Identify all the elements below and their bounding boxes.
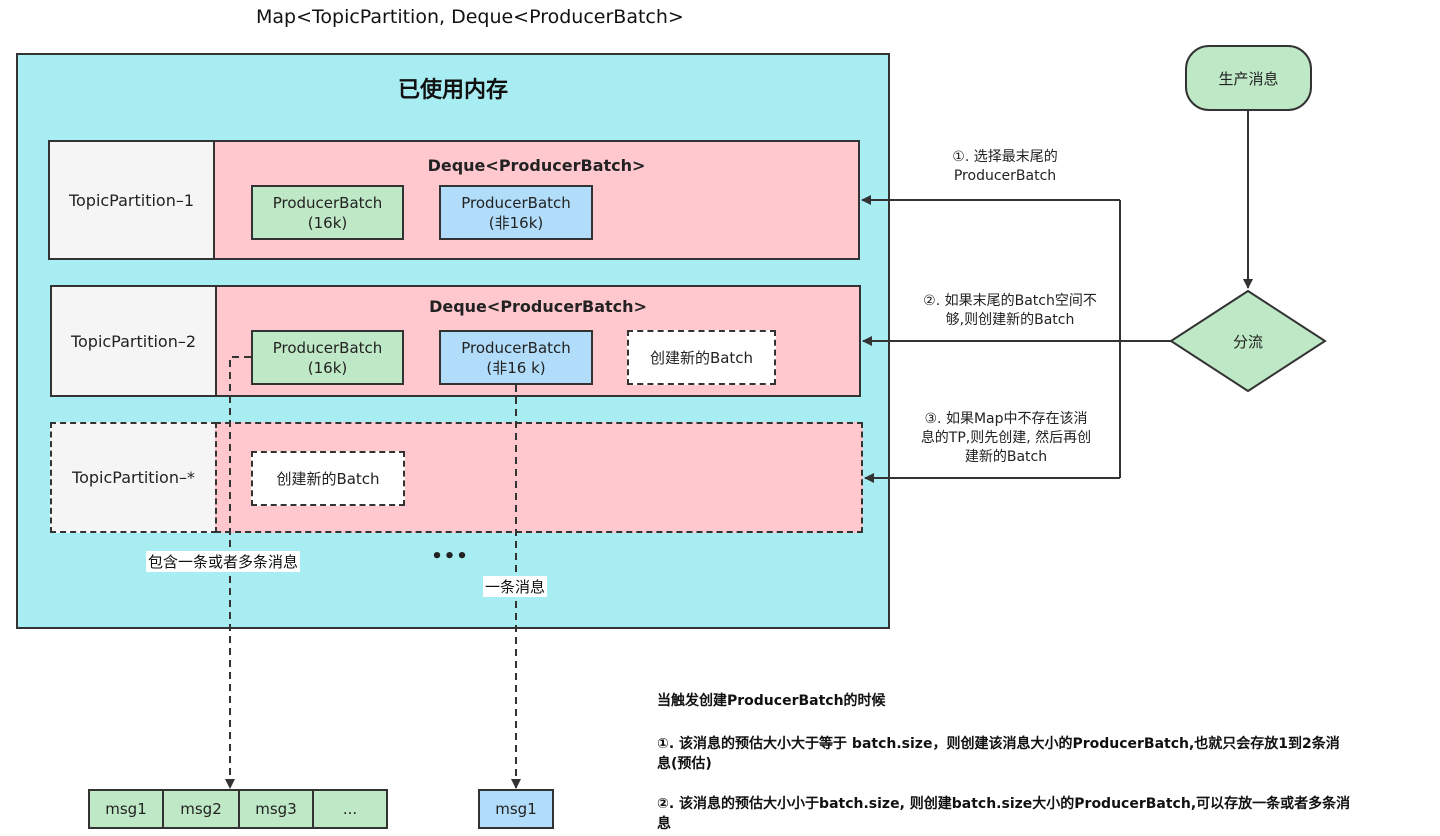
msg-block-more: ...	[312, 789, 388, 829]
batch-name: ProducerBatch	[272, 338, 383, 357]
note-item-1-line1: ①. 该消息的预估大小大于等于 batch.size，则创建该消息大小的Prod…	[657, 736, 1340, 752]
step-3-line2: 息的TP,则先创建, 然后再创	[920, 430, 1092, 446]
batch-name: ProducerBatch	[272, 193, 383, 212]
msg-block: msg1	[88, 789, 164, 829]
step-1-line2: ProducerBatch	[953, 168, 1057, 184]
note-item-1-line2: 息(预估)	[657, 756, 712, 772]
batch-size: (16k)	[307, 213, 348, 232]
step-1-label: ①. 选择最末尾的 ProducerBatch	[905, 148, 1105, 186]
step-2-label: ②. 如果末尾的Batch空间不 够,则创建新的Batch	[900, 292, 1120, 330]
step-2-line1: ②. 如果末尾的Batch空间不	[923, 293, 1097, 309]
msg-block-single: msg1	[478, 789, 554, 829]
step-3-line1: ③. 如果Map中不存在该消	[924, 411, 1088, 427]
producer-batch-16k: ProducerBatch (16k)	[251, 185, 404, 240]
batch-name: ProducerBatch	[461, 338, 571, 357]
step-1-line1: ①. 选择最末尾的	[952, 149, 1058, 165]
step-3-label: ③. 如果Map中不存在该消 息的TP,则先创建, 然后再创 建新的Batch	[896, 410, 1116, 467]
producer-batch-non16k: ProducerBatch (非16k)	[439, 185, 593, 240]
topic-partition-2: TopicPartition–2	[50, 285, 217, 397]
note-item-1: ①. 该消息的预估大小大于等于 batch.size，则创建该消息大小的Prod…	[657, 734, 1432, 774]
deque-title-1: Deque<ProducerBatch>	[427, 156, 646, 175]
new-batch-placeholder: 创建新的Batch	[627, 330, 776, 385]
diverge-label: 分流	[1232, 332, 1263, 351]
produce-message-node: 生产消息	[1185, 45, 1312, 111]
map-type-title: Map<TopicPartition, Deque<ProducerBatch>	[256, 6, 684, 28]
batch16k-to-msgs-dashed	[225, 356, 251, 789]
note-item-2-line2: 息	[657, 816, 671, 832]
multi-message-label: 包含一条或者多条消息	[146, 551, 301, 572]
step-3-line3: 建新的Batch	[964, 449, 1048, 465]
single-message-label: 一条消息	[483, 576, 548, 597]
note-item-2-line1: ②. 该消息的预估大小小于batch.size, 则创建batch.size大小…	[657, 796, 1351, 812]
batch-size: (非16 k)	[486, 358, 546, 377]
topic-partition-new: TopicPartition–*	[50, 422, 217, 533]
producer-batch-16k: ProducerBatch (16k)	[251, 330, 404, 385]
deque-title-2: Deque<ProducerBatch>	[429, 297, 647, 316]
diverge-diamond	[1169, 289, 1327, 393]
used-memory-title: 已使用内存	[397, 78, 508, 103]
more-partitions-ellipsis: •••	[431, 546, 469, 567]
batch-size: (非16k)	[488, 213, 544, 232]
producer-batch-non16k: ProducerBatch (非16 k)	[439, 330, 593, 385]
new-batch-placeholder: 创建新的Batch	[251, 451, 405, 506]
step-2-line2: 够,则创建新的Batch	[945, 312, 1075, 328]
msg-block: msg3	[238, 789, 314, 829]
batch-name: ProducerBatch	[461, 193, 571, 212]
msg-block: msg2	[162, 789, 240, 829]
notes-title: 当触发创建ProducerBatch的时候	[657, 693, 886, 709]
batch-size: (16k)	[307, 358, 348, 377]
note-item-2: ②. 该消息的预估大小小于batch.size, 则创建batch.size大小…	[657, 794, 1432, 834]
